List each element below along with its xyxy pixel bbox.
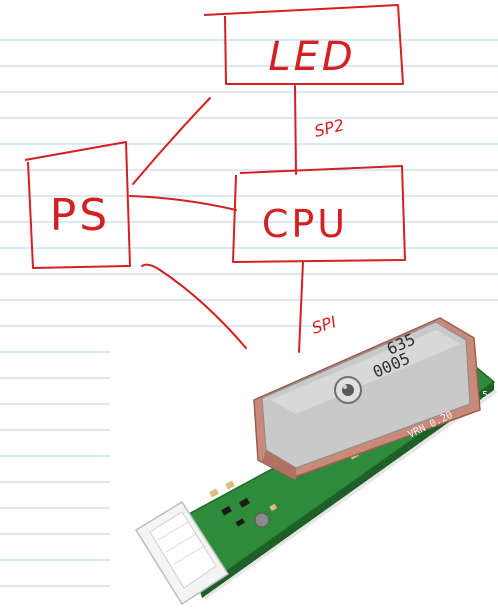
led-label: LED bbox=[268, 34, 355, 80]
antenna-module bbox=[253, 317, 481, 480]
ps-label: PS bbox=[50, 190, 110, 241]
ps-block: PS bbox=[24, 141, 131, 269]
cpu-box bbox=[232, 165, 406, 263]
sp2-link-label: SP2 bbox=[312, 115, 346, 141]
ps-to-cpu-line bbox=[129, 195, 237, 211]
connector-header bbox=[134, 500, 230, 606]
ps-box bbox=[24, 141, 131, 269]
spi-link-label: SPI bbox=[309, 312, 338, 338]
cpu-to-module-line bbox=[298, 261, 304, 353]
cpu-label: CPU bbox=[262, 202, 348, 246]
board-corner-mark: 5 bbox=[482, 390, 488, 401]
ps-to-module-line bbox=[141, 263, 247, 349]
ruled-lines bbox=[0, 39, 498, 587]
led-box bbox=[203, 4, 404, 85]
led-block: LED bbox=[203, 4, 404, 85]
module-photo: 635 0005 VRN 0.20 5 bbox=[134, 317, 498, 606]
ps-to-led-line bbox=[132, 97, 211, 185]
connectors bbox=[129, 85, 304, 353]
led-to-cpu-line bbox=[294, 85, 297, 175]
cpu-block: CPU bbox=[232, 165, 406, 263]
